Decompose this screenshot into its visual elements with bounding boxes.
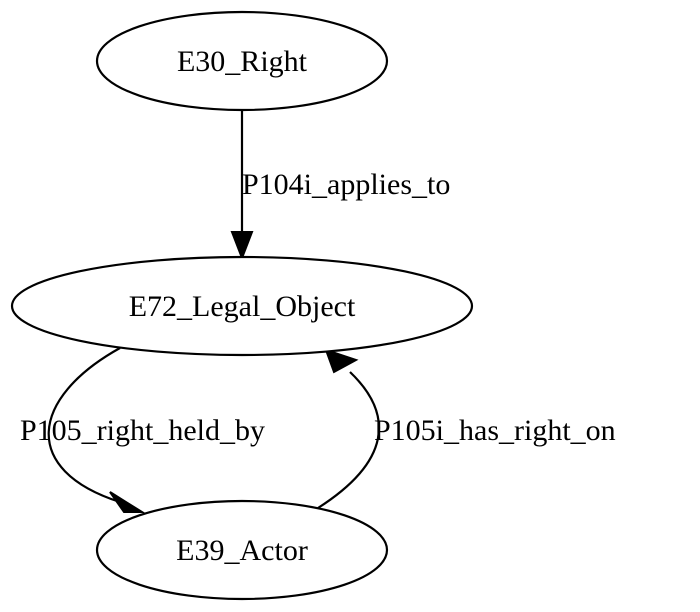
edge-right-held-by-line xyxy=(47,347,121,504)
edge-right-held-by: P105_right_held_by xyxy=(20,347,265,513)
edge-right-held-by-label: P105_right_held_by xyxy=(20,414,265,447)
node-e39-actor[interactable]: E39_Actor xyxy=(95,499,389,601)
node-e72-legal-object[interactable]: E72_Legal_Object xyxy=(10,255,474,357)
node-e30-right-shape xyxy=(95,10,389,112)
edge-has-right-on-label: P105i_has_right_on xyxy=(374,414,616,447)
edge-has-right-on-arrowhead xyxy=(324,348,359,374)
node-e30-right[interactable]: E30_Right xyxy=(95,10,389,112)
node-e39-actor-label: E39_Actor xyxy=(176,534,308,567)
edge-right-held-by-arrowhead xyxy=(109,491,146,513)
node-e72-legal-object-shape xyxy=(10,255,474,357)
edge-has-right-on: P105i_has_right_on xyxy=(317,348,616,509)
edge-applies-to-arrowhead xyxy=(230,231,254,261)
edge-applies-to-label: P104i_applies_to xyxy=(242,168,450,201)
node-e30-right-label: E30_Right xyxy=(177,45,308,78)
edge-applies-to: P104i_applies_to xyxy=(230,111,450,261)
node-e39-actor-shape xyxy=(95,499,389,601)
edge-has-right-on-line xyxy=(317,371,381,509)
node-e72-legal-object-label: E72_Legal_Object xyxy=(129,290,356,323)
